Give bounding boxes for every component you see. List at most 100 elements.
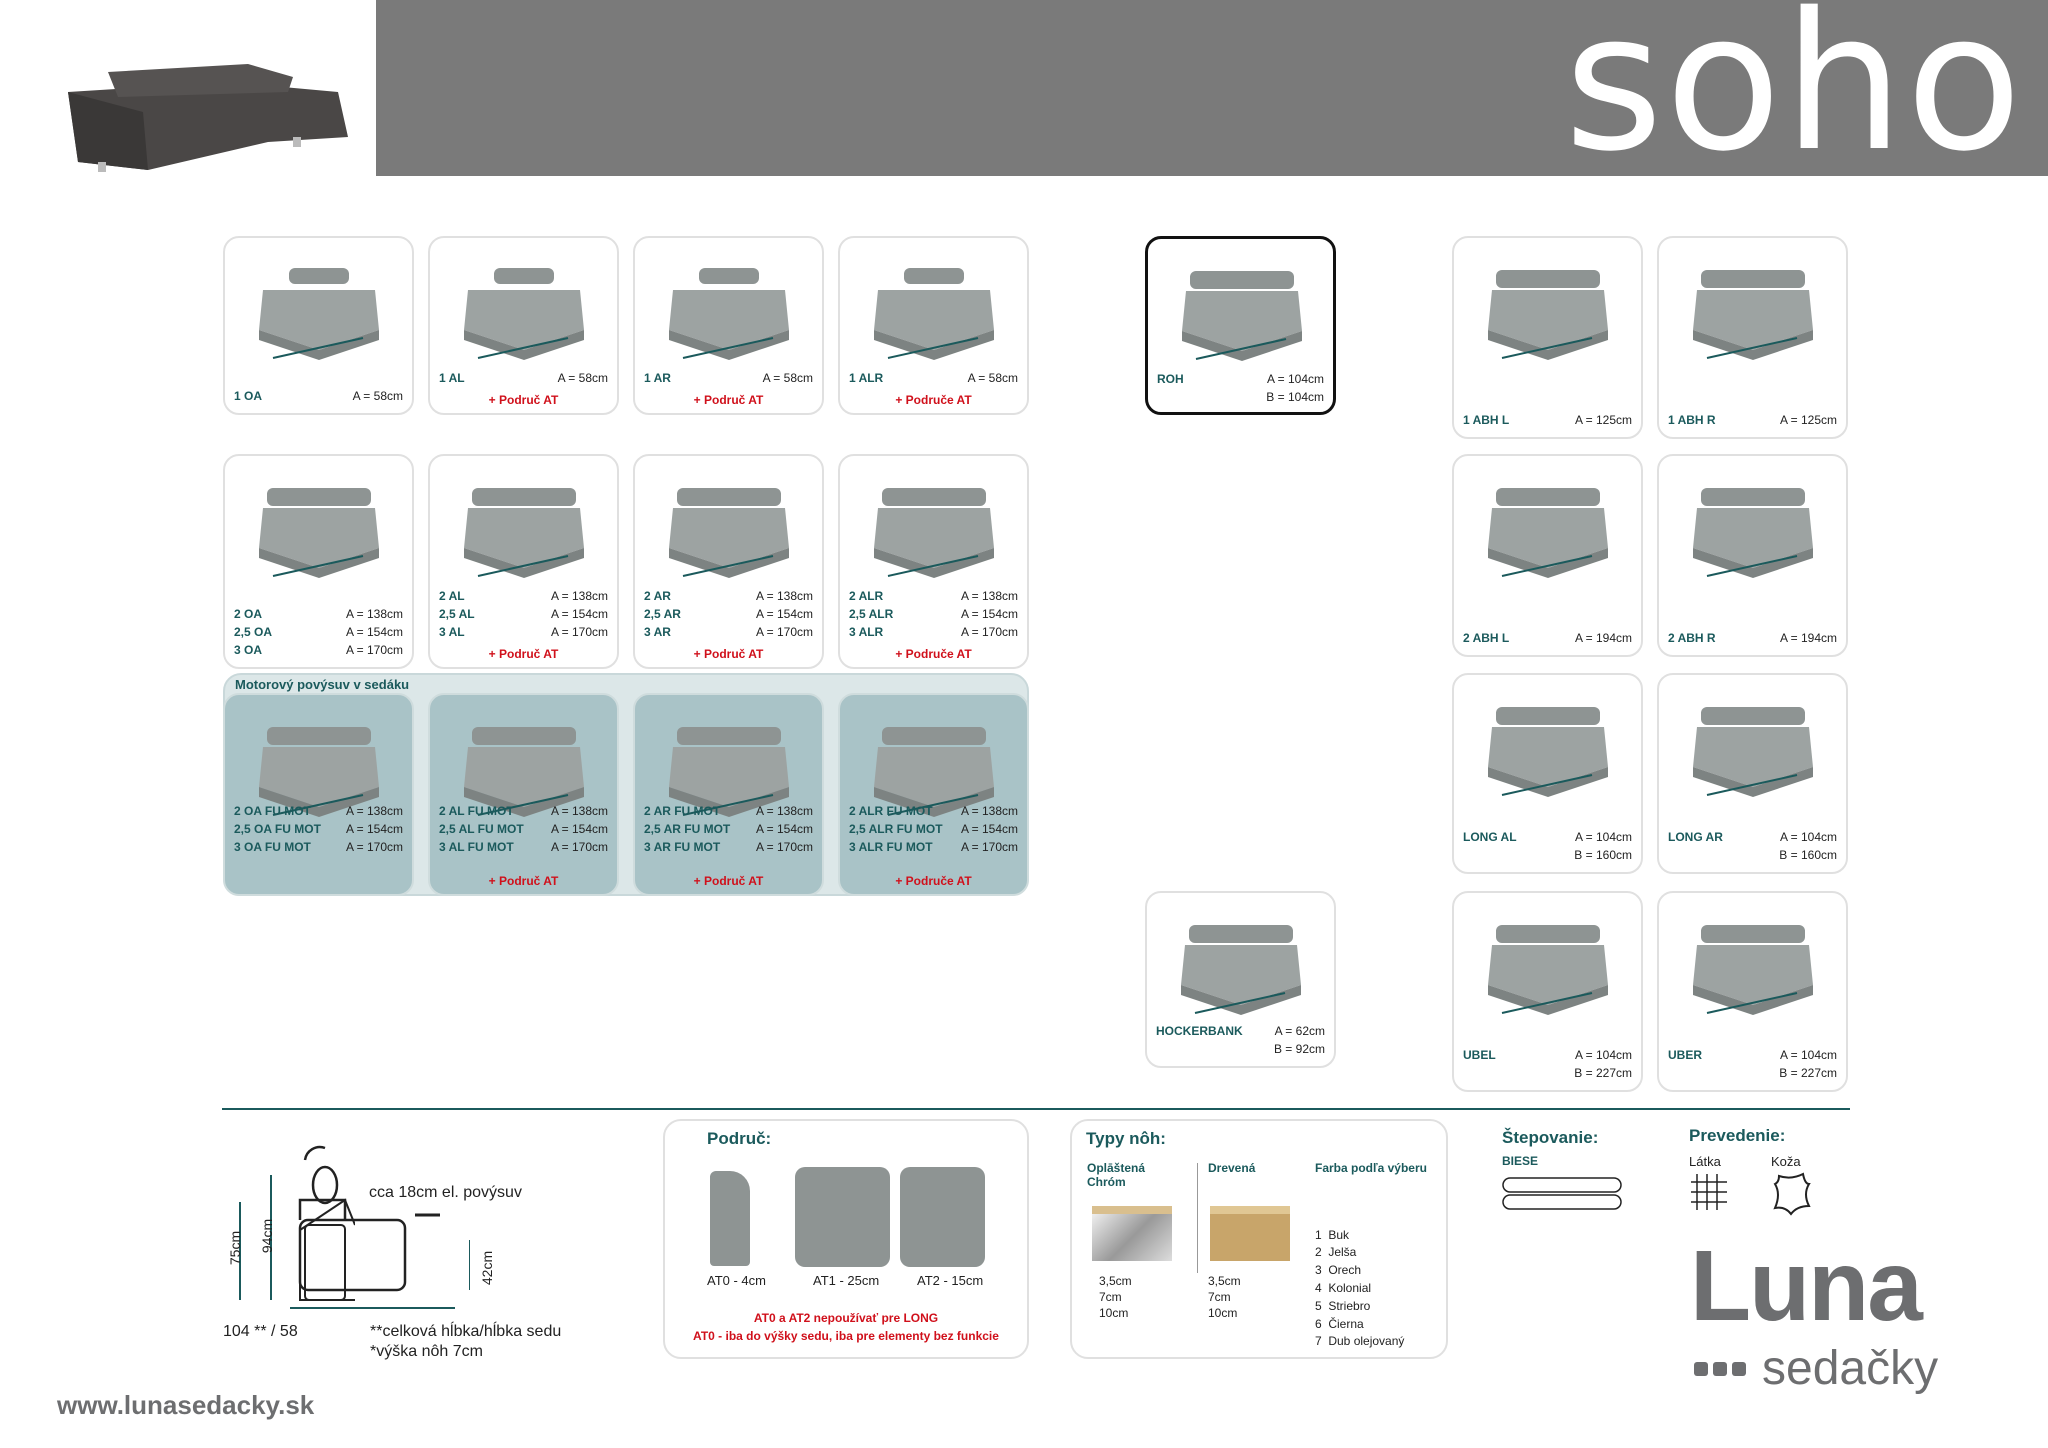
module-dimension: A = 170cm xyxy=(755,840,813,854)
module-dimension: A = 138cm xyxy=(755,804,813,818)
height-94: 94cm xyxy=(259,1218,276,1254)
logo-subtitle: sedačky xyxy=(1762,1342,1939,1395)
website-link[interactable]: www.lunasedacky.sk xyxy=(57,1390,315,1420)
corner-sofa-photo xyxy=(68,64,348,172)
module-code: 3 AR xyxy=(644,625,671,639)
module-code: 2,5 AL FU MOT xyxy=(439,822,524,836)
module-dimension: A = 170cm xyxy=(345,643,403,657)
module-image xyxy=(669,488,789,578)
module-image xyxy=(259,727,379,817)
armrest-note: + Područ AT xyxy=(693,393,764,407)
push-label: cca 18cm el. povýsuv xyxy=(369,1184,522,1201)
separator xyxy=(1197,1163,1198,1273)
module-dimension: A = 104cm xyxy=(1779,1048,1837,1062)
module-dimension: A = 138cm xyxy=(345,804,403,818)
module-dimension: A = 170cm xyxy=(960,840,1018,854)
module-code: 3 AR FU MOT xyxy=(644,840,721,854)
module-code: 2,5 ALR xyxy=(849,607,894,621)
size: 10cm xyxy=(1099,1306,1129,1320)
module-dimension: A = 154cm xyxy=(550,822,608,836)
module-dimension: A = 138cm xyxy=(550,804,608,818)
module-code: 2,5 AR xyxy=(644,607,681,621)
module-dimension: A = 104cm xyxy=(1779,830,1837,844)
module-dimension: A = 170cm xyxy=(550,625,608,639)
module-dimension: A = 154cm xyxy=(345,822,403,836)
module-dimension: A = 154cm xyxy=(550,607,608,621)
legs-panel: Typy nôh: Oplāštená Chróm Drevená Farba … xyxy=(1070,1119,1448,1359)
logo-dots xyxy=(1694,1362,1746,1376)
leather-label: Koža xyxy=(1771,1154,1801,1169)
module-image xyxy=(1693,488,1813,578)
motor-section-title: Motorový povýsuv v sedáku xyxy=(235,677,410,692)
module-image xyxy=(874,268,994,360)
module-code: 2,5 AL xyxy=(439,607,475,621)
module-dimension: A = 138cm xyxy=(550,589,608,603)
module-dimension: A = 170cm xyxy=(345,840,403,854)
module-code: 2 ALR xyxy=(849,589,884,603)
wood-label: Drevená xyxy=(1208,1161,1256,1175)
module-code: 1 OA xyxy=(234,389,263,403)
fabric-icon xyxy=(1691,1174,1727,1210)
luna-logo: Luna xyxy=(1690,1230,1923,1342)
chrome-leg-image xyxy=(1092,1206,1172,1261)
module-code: 2,5 OA FU MOT xyxy=(234,822,321,836)
divider xyxy=(222,1108,1850,1110)
depth-note: **celková hĺbka/hĺbka sedu xyxy=(370,1323,562,1340)
module-image xyxy=(464,268,584,360)
armrest-note: + Područ AT xyxy=(488,874,559,888)
legs-note: *výška nôh 7cm xyxy=(370,1343,483,1360)
module-code: 3 AL xyxy=(439,625,465,639)
module-image xyxy=(1693,270,1813,360)
module-image xyxy=(669,268,789,360)
module-dimension: A = 154cm xyxy=(755,607,813,621)
module-image xyxy=(464,488,584,578)
module-code: 2 AR xyxy=(644,589,671,603)
module-code: 2 ABH R xyxy=(1668,631,1716,645)
module-image xyxy=(1488,488,1608,578)
collection-title: soho xyxy=(1564,0,2024,193)
module-dimension: A = 154cm xyxy=(755,822,813,836)
module-code: 2 AL FU MOT xyxy=(439,804,514,818)
module-dimension: A = 104cm xyxy=(1574,830,1632,844)
color-item: 2 Jelša xyxy=(1315,1245,1357,1260)
at1-image xyxy=(795,1167,890,1267)
size: 3,5cm xyxy=(1099,1274,1132,1288)
size: 7cm xyxy=(1099,1290,1122,1304)
module-code: 1 ALR xyxy=(849,371,884,385)
module-dimension: A = 194cm xyxy=(1779,631,1837,645)
module-image xyxy=(1182,271,1302,361)
wood-leg-image xyxy=(1210,1206,1290,1261)
module-code: 2 ABH L xyxy=(1463,631,1510,645)
legs-title: Typy nôh: xyxy=(1086,1129,1166,1148)
size: 3,5cm xyxy=(1208,1274,1241,1288)
module-dimension: B = 160cm xyxy=(1779,848,1837,862)
module-dimension: A = 58cm xyxy=(967,371,1018,385)
module-code: 1 AR xyxy=(644,371,671,385)
module-card: 2 ABH R A = 194cm xyxy=(1657,454,1848,657)
module-code: 2 AL xyxy=(439,589,465,603)
module-code: 2 AR FU MOT xyxy=(644,804,721,818)
module-card: LONG AR A = 104cm B = 160cm xyxy=(1657,673,1848,874)
armrest-warning-2: AT0 - iba do výšky sedu, iba pre element… xyxy=(693,1329,999,1343)
color-item: 5 Striebro xyxy=(1315,1298,1371,1313)
module-code: LONG AR xyxy=(1668,830,1723,844)
module-dimension: A = 125cm xyxy=(1574,413,1632,427)
module-dimension: A = 138cm xyxy=(345,607,403,621)
module-image xyxy=(1488,707,1608,797)
module-dimension: A = 104cm xyxy=(1266,372,1324,386)
color-item: 4 Kolonial xyxy=(1315,1280,1372,1295)
armrest-note: + Područe AT xyxy=(895,647,972,661)
module-code: 3 OA xyxy=(234,643,263,657)
at0-label: AT0 - 4cm xyxy=(707,1273,766,1288)
